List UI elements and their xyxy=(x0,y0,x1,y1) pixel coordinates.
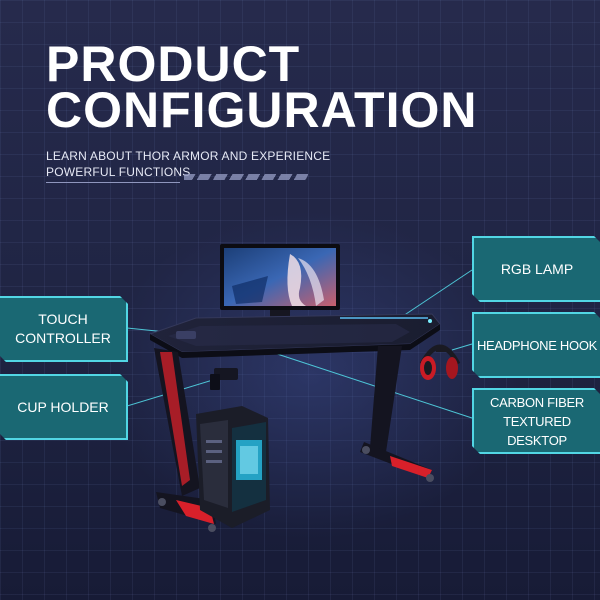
subtitle-divider xyxy=(46,182,180,183)
callout-carbon-fiber-line2: TEXTURED DESKTOP xyxy=(503,413,571,448)
callout-rgb-lamp: RGB LAMP xyxy=(472,236,600,302)
callout-headphone-hook: HEADPHONE HOOK xyxy=(472,312,600,378)
desk-top xyxy=(148,313,441,358)
pc-tower xyxy=(196,406,270,528)
callout-touch-controller: TOUCH CONTROLLER xyxy=(0,296,128,362)
desk-right-leg xyxy=(360,346,434,482)
decorative-stripes xyxy=(184,174,308,180)
callout-cup-holder-label: CUP HOLDER xyxy=(17,398,109,415)
page-title-line2: CONFIGURATION xyxy=(46,82,478,138)
touch-controller-pad xyxy=(176,331,196,339)
callout-headphone-hook-label: HEADPHONE HOOK xyxy=(476,337,598,353)
callout-carbon-fiber: CARBON FIBER TEXTURED DESKTOP xyxy=(472,388,600,454)
callout-cup-holder: CUP HOLDER xyxy=(0,374,128,440)
subtitle-line2: POWERFUL FUNCTIONS xyxy=(46,165,191,179)
subtitle-line1: LEARN ABOUT THOR ARMOR AND EXPERIENCE xyxy=(46,149,331,163)
callout-touch-controller-line2: CONTROLLER xyxy=(15,330,111,346)
monitor xyxy=(220,244,340,322)
callout-rgb-lamp-label: RGB LAMP xyxy=(500,260,574,277)
callout-touch-controller-line1: TOUCH xyxy=(38,311,88,327)
callout-carbon-fiber-line1: CARBON FIBER xyxy=(490,394,584,410)
headphones xyxy=(419,344,461,380)
page-title-line1: PRODUCT xyxy=(46,36,301,92)
cup-holder xyxy=(210,368,238,390)
